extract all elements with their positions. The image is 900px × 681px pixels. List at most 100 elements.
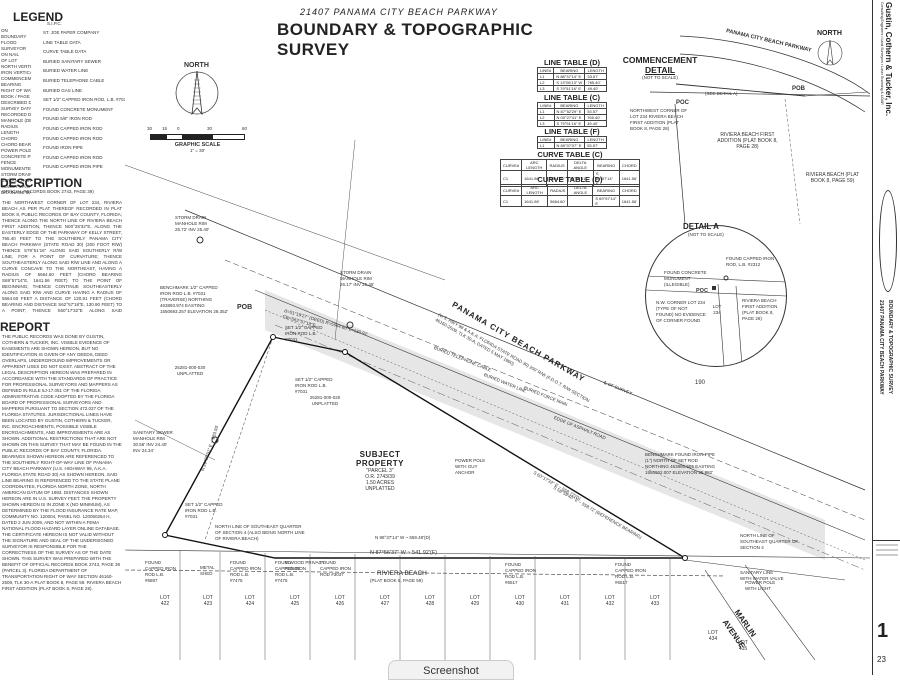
table-cell: C1 [499,195,523,207]
subject-acres: 1.50 ACRES [365,480,395,486]
graphic-scale-tick: 30 [207,126,213,131]
riviera-beach-plat: (PLAT BOOK 8, PAGE 59) [370,578,423,583]
company-tagline: Consulting Engineers • Land Surveyors • … [880,2,884,105]
table-cell: 16°36'31" [566,170,594,187]
north-line-se-label: NORTH LINE OF SOUTHEAST QUARTER OF SECTI… [740,533,799,550]
subject-platted: UNPLATTED [365,486,395,492]
legend-left-label: DESCRIBED DATA [1,100,31,105]
detail-a-addition: RIVIERA BEACH FIRST ADDITION (PLAT BOOK … [742,298,778,321]
revision-block [873,540,900,611]
strip-address: 21407 PANAMA CITY BEACH PARKWAY [878,300,884,395]
north-line-label: NORTH LINE OF SOUTHEAST QUARTER OF SECTI… [215,524,305,541]
detail-a-note3: N.W. CORNER LOT 234 (TYPE OF NOT FOUND) … [656,300,706,323]
description-text: THE NORTHWEST CORNER OF LOT 234, RIVIERA… [2,200,122,313]
legend-left-label: CHORD [1,136,18,141]
lot-label: LOT 428 [425,595,435,607]
legend-left-label: RIGHT OF WAY [1,88,31,93]
commencement-detail-map: PANAMA CITY BEACH PARKWAY (SEE DETAIL A)… [630,24,875,224]
pob-label: POB [237,304,253,311]
rod-label: FOUND CAPPED IRON ROD L.B. #6517 [505,562,537,585]
commencement-title: COMMENCEMENT DETAIL (NOT TO SCALE) [620,55,700,81]
legend-left-label: ON NAIL [1,52,20,57]
legend-code-header: S.I.P.C. [47,21,62,26]
legend-left-label: STORM DRAIN INLET [1,172,31,177]
table-cell: L3 [536,85,555,92]
set-rod-label-2: SET 1/2" CAPPED IRON ROD L.B. #7031 [185,502,223,519]
water-valve-label: SANITARY LINE WITH WATER VALVE [740,570,784,581]
detail-a-poc: POC [696,288,708,294]
report-text: THE PUBLIC RECORDS WAS DONE BY GUSTIN, C… [2,334,122,591]
legend-left-label: BOUNDARY [1,34,27,39]
legend-left-label: MANHOLE (DELTA) [1,118,31,123]
company-block: Gustin, Cothern & Tucker, Inc. Consultin… [875,2,899,182]
description-source: OFFICIAL RECORDS BOOK 2743, PAGE 39) [2,189,94,194]
page-title: BOUNDARY & TOPOGRAPHIC SURVEY [277,20,534,59]
south-line-label: N 87°56'37" W ~ 541.92'(F) [370,550,437,556]
legend-line-item: FOUND CAPPED IRON ROD [43,135,103,141]
legend-left-label: CONCRETE PIPE [1,154,31,159]
legend-left-label: NORTH VERTICAL DATUM [1,64,31,69]
lot-label: LOT 422 [160,595,170,607]
legend-left-label: GUY ANCHOR [1,178,31,183]
legend-left-label: BEARING [1,82,22,87]
commencement-scale: (NOT TO SCALE) [642,75,678,80]
report-title: REPORT [0,320,51,334]
wood-fence-label: 6' WOOD PRIVACY FENCE [285,560,325,571]
survey-plan-drawing [125,140,870,660]
legend-left-label: POWER POLE [1,148,31,153]
set-rod-label-1: SET 1/2" CAPPED IRON ROD L.B. #7031 [295,377,333,394]
sheet-number: 1 [877,620,889,642]
legend-left-label: SEWER MANHOLE [1,184,31,189]
legend-left-label: SURVEY DATA [1,106,31,111]
graphic-scale-tick: 30 [147,126,153,131]
legend-left-label: MONUMENTED CORNER PIPE [1,166,31,171]
survey-plan: PANAMA CITY BEACH PARKWAY (U.S. HWY 98 &… [125,140,870,660]
legend-line-item: BURIED GAS LINE [43,87,83,93]
commencement-title-line1: COMMENCEMENT [622,55,698,65]
lot-label: LOT 432 [605,595,615,607]
subject-property-block: SUBJECT PROPERTY "PARCEL 3" O.R. 2743/39… [345,450,415,492]
legend-left-label: OF LOT [1,58,18,63]
lot-label: LOT 430 [515,595,525,607]
benchmark-left-label: BENCHMARK 1/2" CAPPED IRON ROD L.B. #703… [160,285,228,314]
commencement-north-arrow-icon [817,39,843,66]
line-table-c-title: LINE TABLE (C) [543,93,601,102]
commencement-first-addition: RIVIERA BEACH FIRST ADDITION (PLAT BOOK … [717,132,778,150]
detail-a-note2: FOUND CONCRETE MONUMENT (ILLEGIBLE) [664,270,707,287]
commencement-poc-note: NORTHWEST CORNER OF LOT 234 RIVIERA BEAC… [630,108,688,131]
table-cell: N 00°27'41" E [553,114,586,121]
road-station-label: 190 [695,380,706,386]
lot-label: LOT 424 [245,595,255,607]
legend-line-item: FOUND CAPPED IRON ROD [43,154,103,160]
detail-a-circle: POC LOT 234 RIVIERA BEACH FIRST ADDITION… [645,225,787,367]
lot-label: LOT 423 [203,595,213,607]
lot-label: LOT 429 [470,595,480,607]
screenshot-tab[interactable]: Screenshot [388,660,514,680]
project-block: BOUNDARY & TOPOGRAPHIC SURVEY 21407 PANA… [875,300,899,450]
description-title: DESCRIPTION [0,176,83,190]
legend-line-item: ST. JOE PAPER COMPANY [43,30,100,35]
line-table-f-title: LINE TABLE (F) [544,127,600,136]
rod-label: FOUND CAPPED IRON ROD L.B. #7475 [275,560,307,583]
subject-title: SUBJECT [359,450,401,459]
legend-left-label: ON [1,28,8,33]
line-table-d-title: LINE TABLE (D) [543,58,601,67]
storm-drain-label-2: STORM DRAIN MANHOLE RIM 26.17' INV 25.45… [340,270,375,287]
legend-line-item: FOUND IRON PIPE [43,145,84,151]
table-header-cell: ARC LENGTH [521,159,548,171]
table-cell: 1641.98' [521,195,549,207]
legend-line-item: BURIED SANITARY SEWER [43,58,102,64]
legend-left-label: IRON VERTICAL DATUM [1,70,31,75]
rod-label: FOUND CAPPED IRON ROD L.B. #7475 [230,560,262,583]
legend-line-item: FOUND CAPPED IRON ROD [43,125,103,131]
legend-left-label: LENGTH [1,130,20,135]
